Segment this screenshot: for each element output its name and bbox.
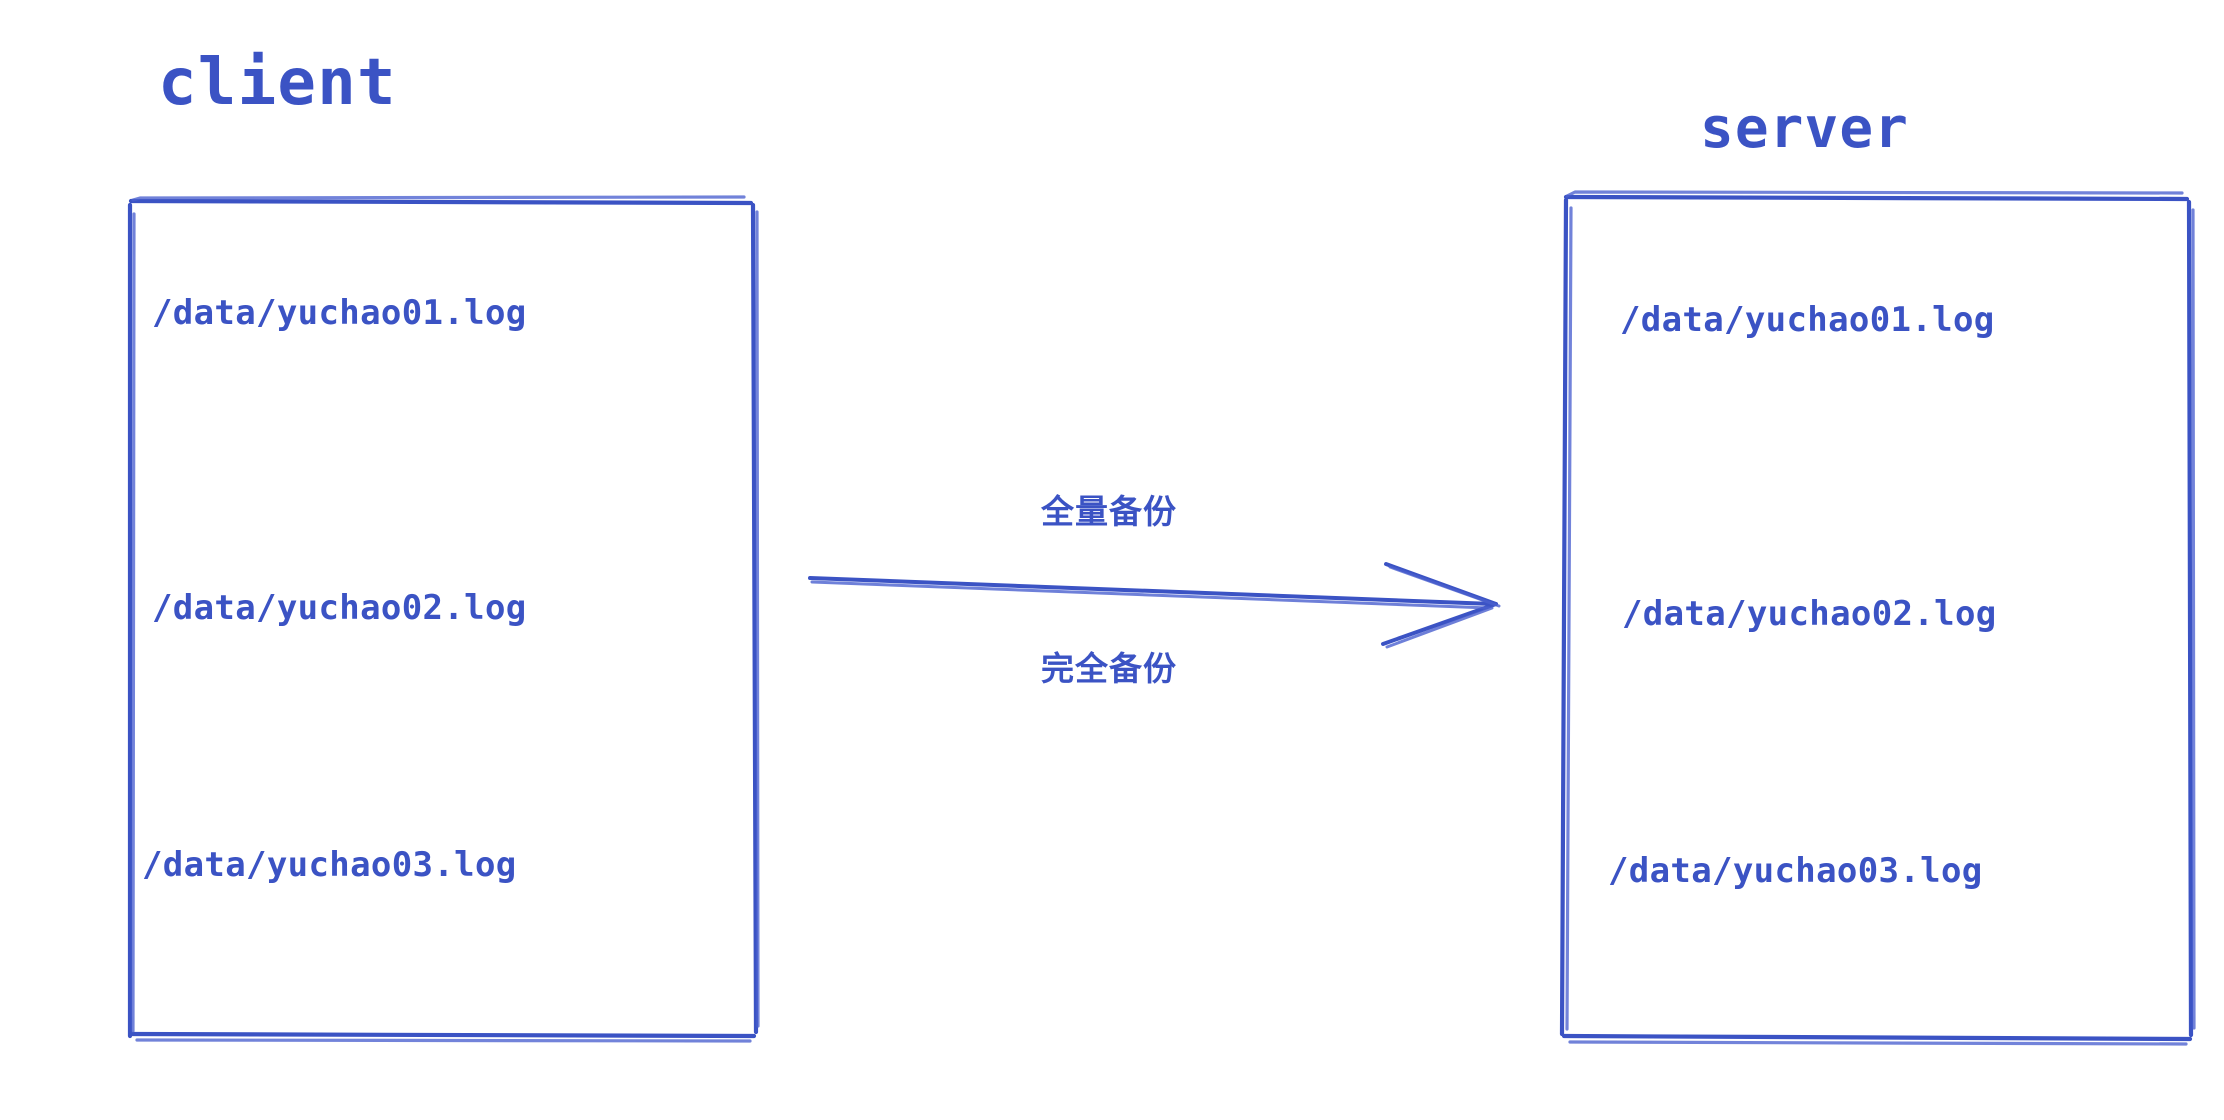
arrow-label-below[interactable]: 完全备份	[1041, 649, 1177, 688]
server-file-2[interactable]: /data/yuchao02.log	[1622, 594, 1997, 634]
client-file-3[interactable]: /data/yuchao03.log	[142, 845, 517, 885]
client-file-2[interactable]: /data/yuchao02.log	[152, 588, 527, 628]
arrow-label-above[interactable]: 全量备份	[1041, 492, 1177, 531]
server-file-3[interactable]: /data/yuchao03.log	[1608, 851, 1983, 891]
client-title[interactable]: client	[158, 46, 397, 120]
client-file-1[interactable]: /data/yuchao01.log	[152, 293, 527, 333]
backup-arrow-hitbox[interactable]	[808, 566, 1498, 616]
server-title[interactable]: server	[1700, 96, 1910, 161]
server-file-1[interactable]: /data/yuchao01.log	[1620, 300, 1995, 340]
